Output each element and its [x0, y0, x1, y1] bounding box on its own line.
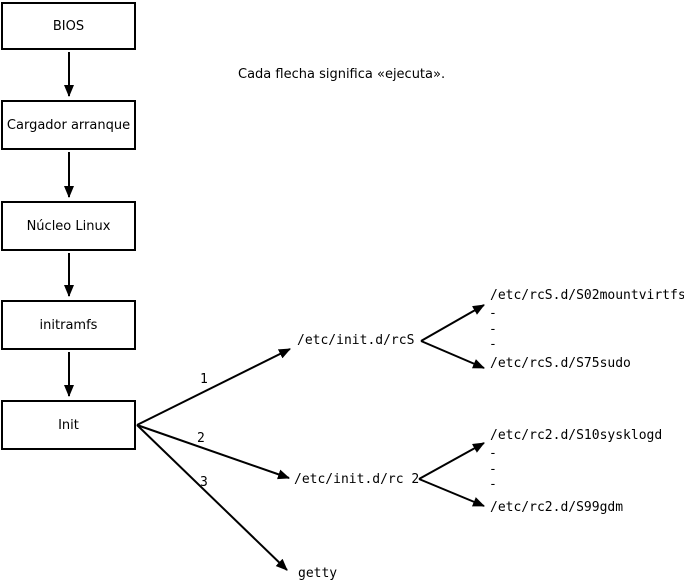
branch-number-2: 2	[197, 431, 205, 446]
rc2-ellipsis-dash: -	[489, 462, 497, 477]
rc2-script-last: /etc/rc2.d/S99gdm	[490, 500, 624, 515]
arrow-rcs-to-first-script	[420, 304, 485, 342]
rcs-ellipsis-dash: -	[489, 322, 497, 337]
arrow-rc2-to-first-script	[418, 442, 485, 480]
box-nucleo-linux: Núcleo Linux	[1, 201, 136, 251]
arrow-rcs-to-last-script	[420, 340, 485, 369]
arrow-rc2-to-last-script	[418, 478, 485, 507]
arrow-init-to-rc2	[136, 424, 290, 480]
rc2-script-first: /etc/rc2.d/S10sysklogd	[490, 428, 663, 443]
rcs-ellipsis-dash: -	[489, 306, 497, 321]
box-bios: BIOS	[1, 2, 136, 50]
rcs-script-last: /etc/rcS.d/S75sudo	[490, 356, 631, 371]
branch-number-1: 1	[200, 372, 208, 387]
diagram-note: Cada flecha significa «ejecuta».	[238, 67, 446, 82]
branch-target-rcs: /etc/init.d/rcS	[297, 333, 415, 348]
rc2-ellipsis-dash: -	[489, 446, 497, 461]
rcs-ellipsis-dash: -	[489, 337, 497, 352]
arrow-init-to-getty	[136, 424, 288, 571]
box-cargador-arranque: Cargador arranque	[1, 100, 136, 150]
rc2-ellipsis-dash: -	[489, 477, 497, 492]
rcs-script-first: /etc/rcS.d/S02mountvirtfs	[490, 288, 684, 303]
box-initramfs: initramfs	[1, 300, 136, 350]
box-init: Init	[1, 400, 136, 450]
branch-number-3: 3	[200, 475, 208, 490]
arrow-init-to-rcs	[136, 348, 291, 426]
branch-target-rc2: /etc/init.d/rc 2	[294, 472, 420, 487]
branch-target-getty: getty	[298, 566, 338, 581]
